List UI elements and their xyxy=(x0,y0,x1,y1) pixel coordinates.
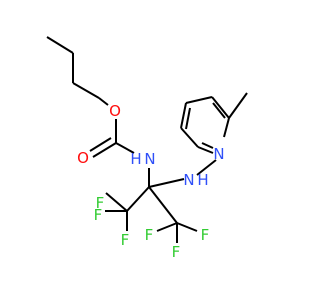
atom-label-layer: O O N H N H N F F F F F F xyxy=(77,102,225,261)
bond-c1-c2 xyxy=(46,36,74,54)
bond-cq-cf3b xyxy=(148,186,178,224)
atom-o-ester: O xyxy=(109,102,121,120)
ring-c6-n xyxy=(223,117,230,138)
atom-f6: F xyxy=(201,226,210,244)
bond-ccarbonyl-n xyxy=(115,142,135,154)
bond-c4-o xyxy=(98,97,109,106)
atom-f2: F xyxy=(94,206,103,224)
atom-n-amine: N xyxy=(183,171,194,189)
ring-c4-c5 xyxy=(185,96,213,104)
bond-cf3b-f4 xyxy=(156,222,178,232)
bond-cf3a-f1 xyxy=(105,192,128,212)
ring-c5-c6-inner xyxy=(212,102,226,119)
molecule-structure: O O N H N H N F F F F F F xyxy=(46,36,248,261)
bond-c3-c4 xyxy=(72,82,100,99)
bond-cf3b-f6 xyxy=(176,222,198,232)
atom-f3: F xyxy=(121,231,130,249)
ring-c2-c3 xyxy=(180,127,199,148)
bond-c-o-double-a xyxy=(92,142,117,158)
atom-f4: F xyxy=(145,226,154,244)
atom-n-carbamate: N xyxy=(144,150,155,168)
ring-c5-c6 xyxy=(211,96,230,119)
bond-c6-methyl xyxy=(228,92,248,119)
bond-c-o-double-b xyxy=(89,137,112,152)
ring-n-c2-inner xyxy=(201,142,214,149)
bond-layer xyxy=(46,36,248,243)
bond-cq-cf3a xyxy=(126,186,150,212)
atom-h-amine: H xyxy=(197,171,208,189)
atom-o-carbonyl: O xyxy=(77,149,89,167)
bond-cq-nh xyxy=(148,178,185,188)
ring-c3-c4-inner xyxy=(185,107,191,130)
atom-f5: F xyxy=(172,243,181,261)
atom-n-pyridine: N xyxy=(213,145,224,163)
atom-h-carbamate: H xyxy=(130,150,141,168)
bond-nh-c2 xyxy=(196,159,217,176)
ring-c3-c4 xyxy=(180,102,187,129)
ring-n-c2 xyxy=(197,146,214,154)
atom-f1: F xyxy=(96,194,105,212)
